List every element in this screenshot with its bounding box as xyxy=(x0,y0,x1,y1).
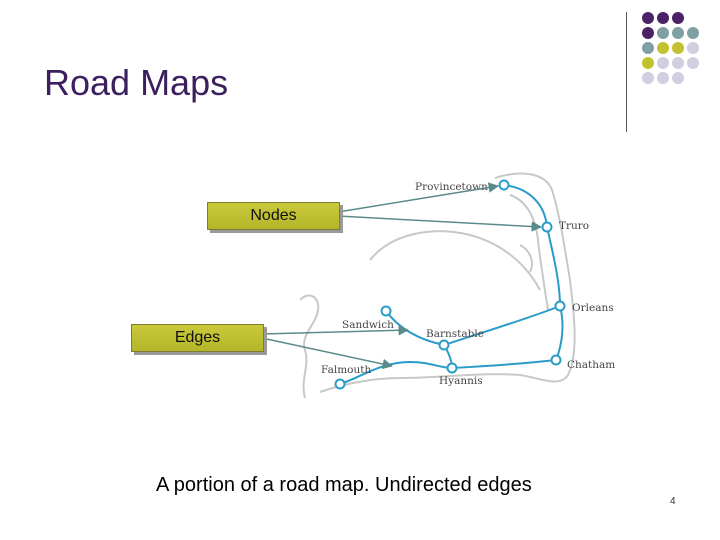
road-network xyxy=(339,184,564,385)
road-provincetown-truro xyxy=(503,184,548,228)
decorative-dot xyxy=(672,42,684,54)
figure-caption: A portion of a road map. Undirected edge… xyxy=(156,474,532,496)
label-hyannis: Hyannis xyxy=(439,375,483,387)
road-sandwich-barnstable xyxy=(385,310,445,346)
edges-callout-label: Edges xyxy=(174,329,221,346)
road-hyannis-chatham xyxy=(451,359,557,369)
decorative-dot xyxy=(657,27,669,39)
decorative-divider xyxy=(626,12,627,132)
node-sandwich xyxy=(380,305,392,317)
coastline xyxy=(299,172,576,399)
decorative-dot xyxy=(672,27,684,39)
slide-title: Road Maps xyxy=(44,62,229,103)
decorative-dot xyxy=(657,57,669,69)
decorative-dot xyxy=(687,42,699,54)
node-truro xyxy=(541,221,553,233)
decorative-dot xyxy=(672,12,684,24)
road-falmouth-hyannis xyxy=(339,360,453,385)
arrow-edges-to-sandwich-road xyxy=(261,325,410,336)
label-truro: Truro xyxy=(559,220,589,232)
road-orleans-chatham xyxy=(555,305,564,361)
node-chatham xyxy=(550,354,562,366)
node-provincetown xyxy=(498,179,510,191)
decorative-dot-grid-icon xyxy=(640,12,720,122)
decorative-dot xyxy=(672,57,684,69)
decorative-dot xyxy=(657,42,669,54)
decorative-dot xyxy=(642,57,654,69)
decorative-dot xyxy=(687,57,699,69)
decorative-dot xyxy=(642,12,654,24)
page-number: 4 xyxy=(670,496,676,507)
decorative-dot xyxy=(657,12,669,24)
nodes-callout: Nodes xyxy=(207,202,340,230)
label-chatham: Chatham xyxy=(567,359,615,371)
road-truro-orleans xyxy=(546,226,561,307)
decorative-dot xyxy=(642,27,654,39)
label-barnstable: Barnstable xyxy=(426,328,484,340)
label-sandwich: Sandwich xyxy=(342,319,394,331)
town-nodes xyxy=(334,179,566,390)
node-falmouth xyxy=(334,378,346,390)
nodes-callout-label: Nodes xyxy=(250,207,297,224)
arrow-nodes-to-truro xyxy=(337,215,543,232)
decorative-dot xyxy=(642,42,654,54)
decorative-dot xyxy=(672,72,684,84)
label-provincetown: Provincetown xyxy=(415,181,488,193)
road-orleans-barnstable xyxy=(443,305,561,346)
decorative-dot xyxy=(657,72,669,84)
node-hyannis xyxy=(446,362,458,374)
node-barnstable xyxy=(438,339,450,351)
decorative-dot xyxy=(687,27,699,39)
label-falmouth: Falmouth xyxy=(321,364,371,376)
arrow-nodes-to-provincetown xyxy=(337,182,500,213)
decorative-dot xyxy=(642,72,654,84)
label-orleans: Orleans xyxy=(572,302,614,314)
callout-arrows xyxy=(261,182,543,370)
node-orleans xyxy=(554,300,566,312)
arrow-edges-to-falmouth-road xyxy=(261,337,394,370)
edges-callout: Edges xyxy=(131,324,264,352)
